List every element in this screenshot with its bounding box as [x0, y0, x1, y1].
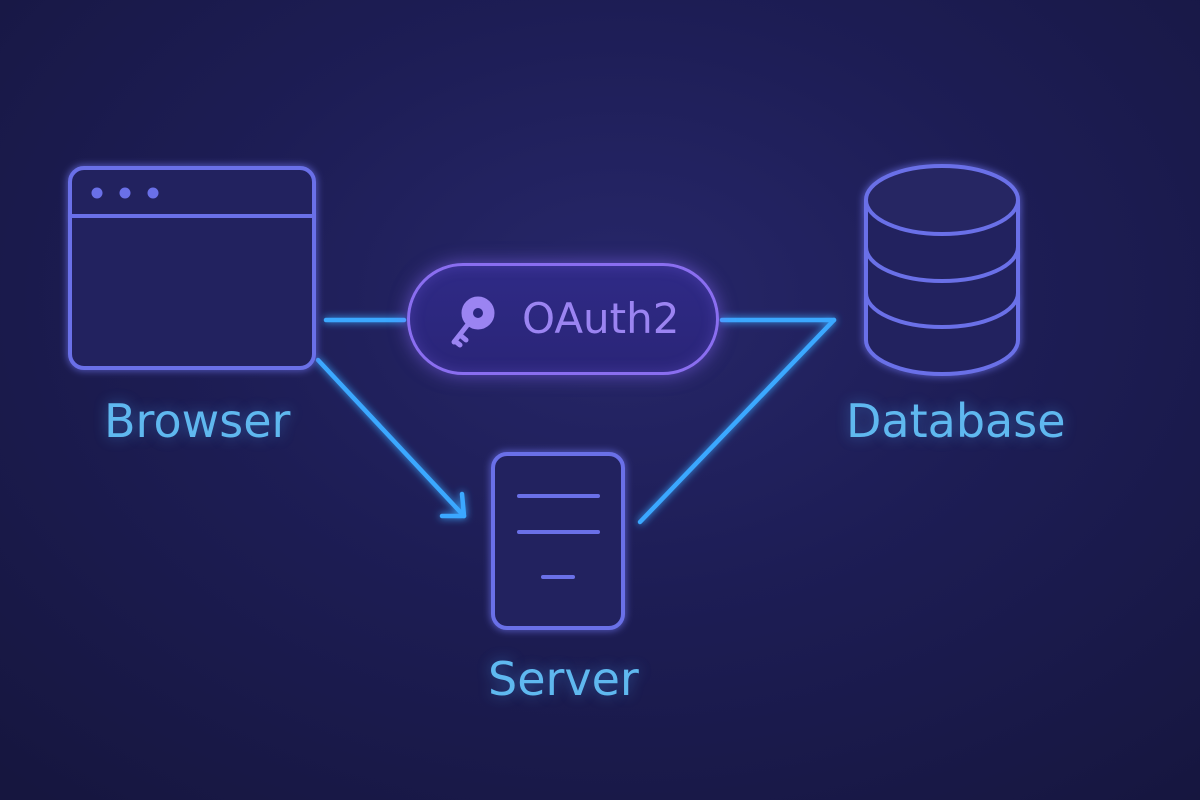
connector-database-to-server	[637, 317, 837, 525]
connector-browser-to-server	[315, 357, 467, 519]
server-label: Server	[488, 652, 639, 706]
oauth2-badge: OAuth2	[407, 263, 719, 375]
server-icon	[491, 452, 625, 630]
oauth2-label: OAuth2	[522, 294, 680, 343]
browser-label: Browser	[104, 394, 291, 448]
browser-window-icon	[68, 166, 316, 370]
database-label: Database	[846, 394, 1066, 448]
connectors	[315, 317, 837, 525]
arrowhead-icon	[439, 491, 467, 519]
database-icon	[864, 164, 1020, 376]
key-icon	[451, 296, 495, 348]
